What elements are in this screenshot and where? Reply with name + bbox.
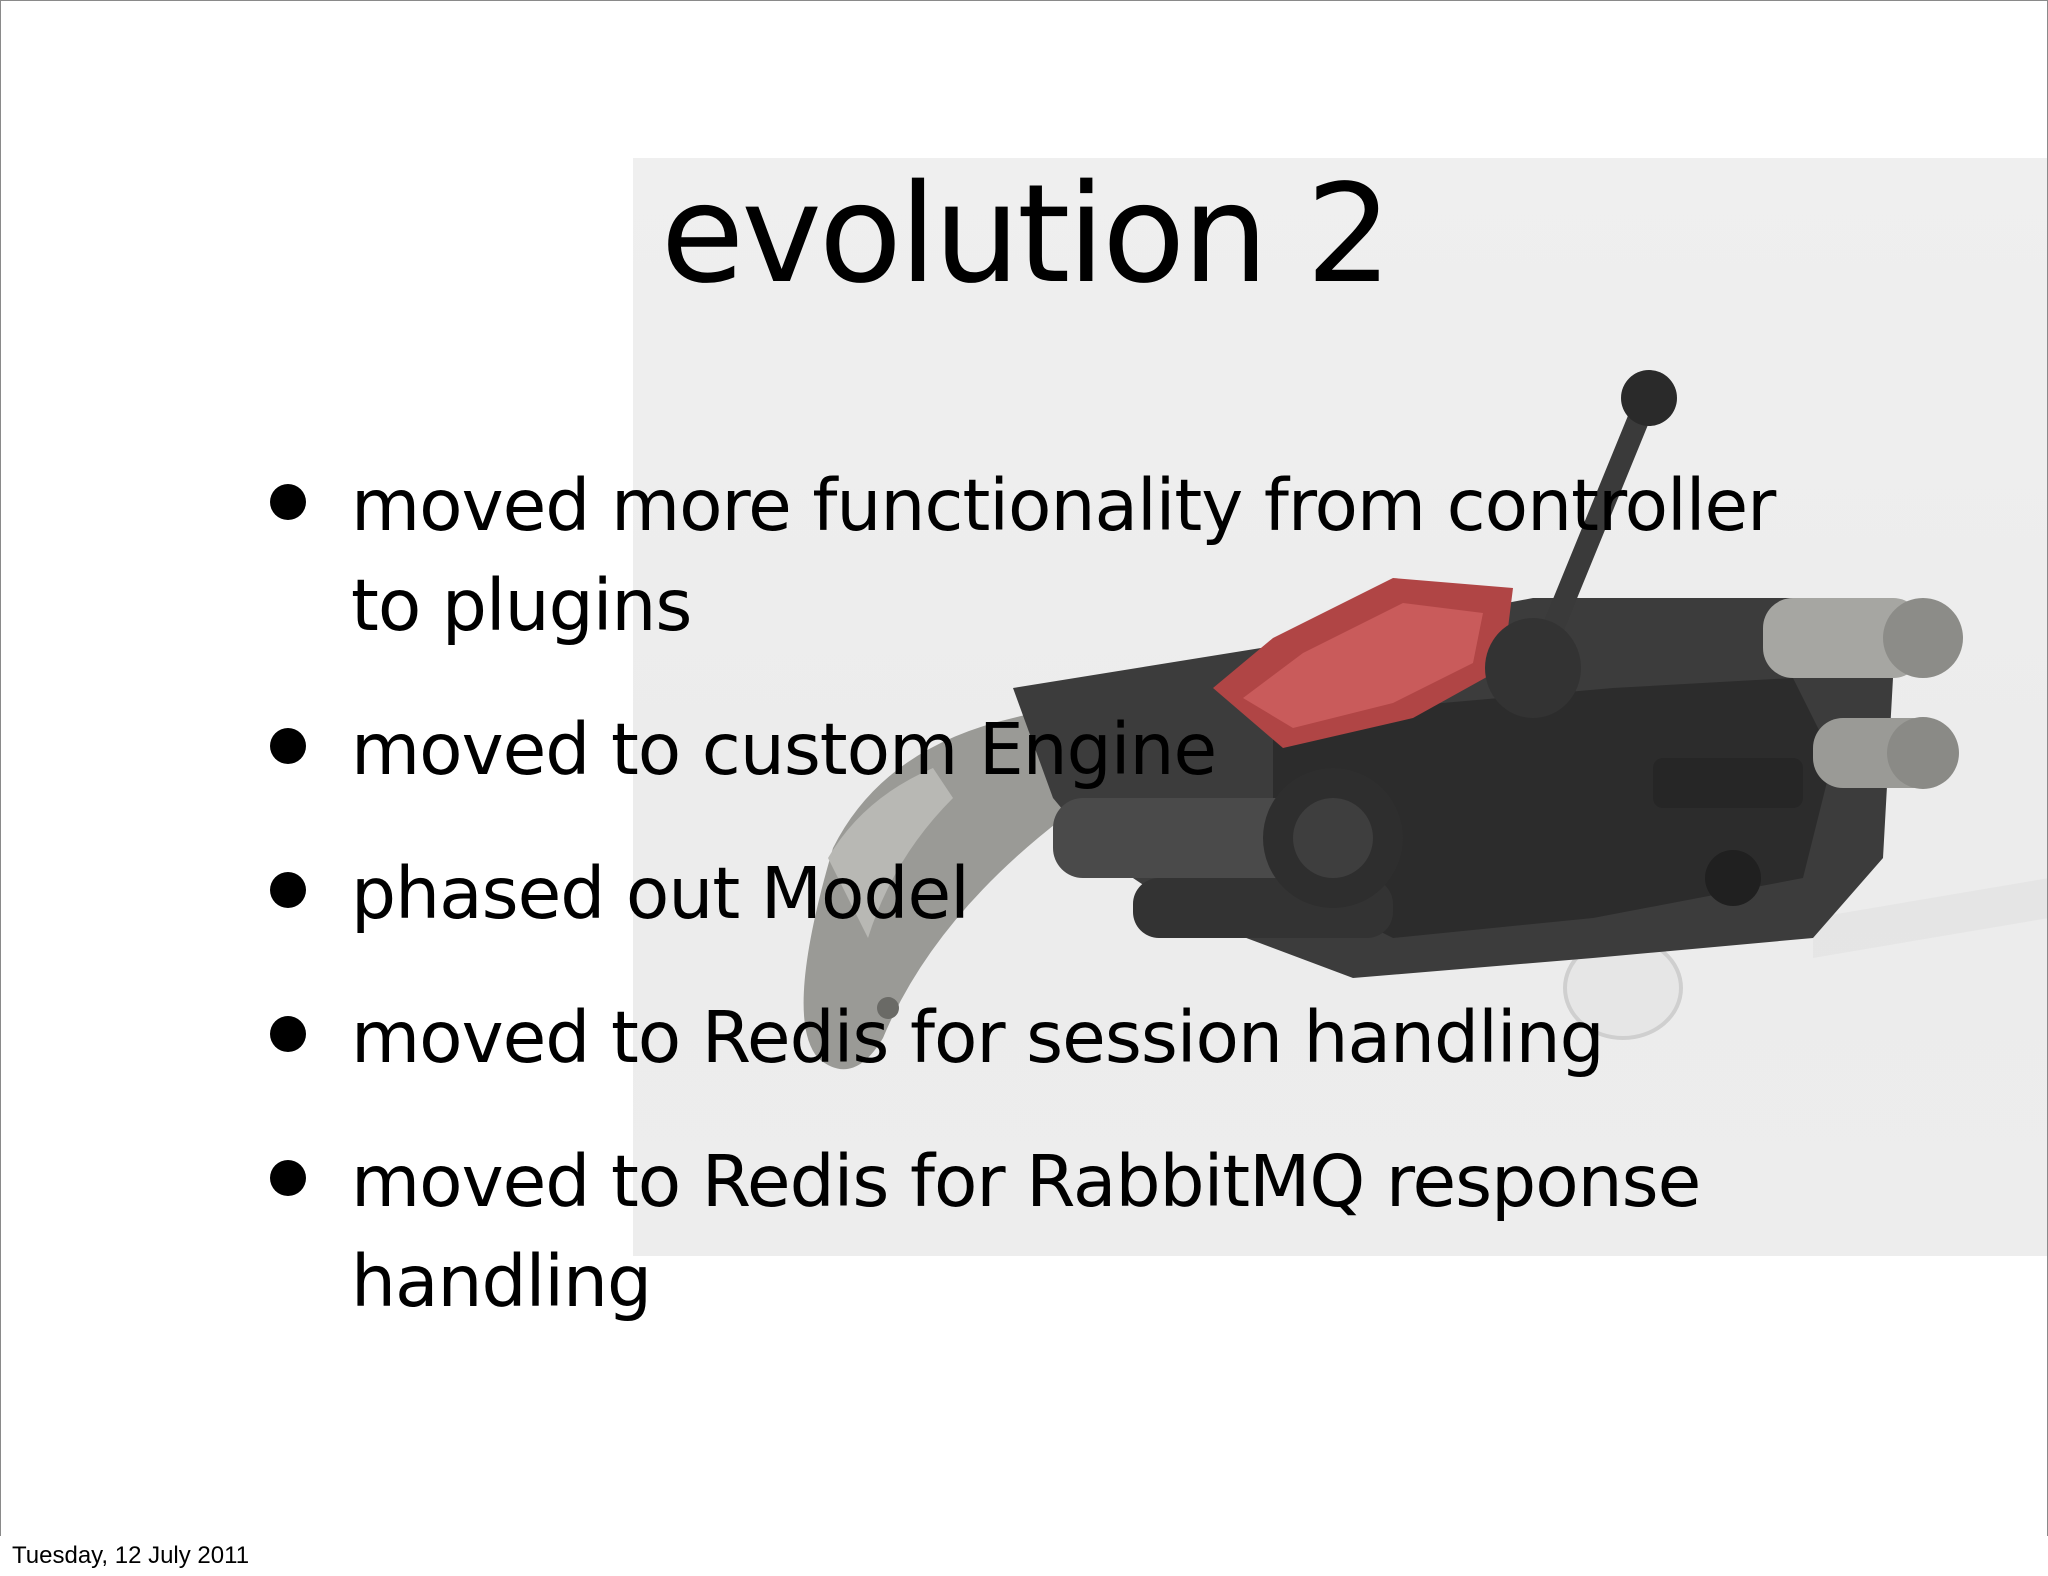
background-photo xyxy=(633,158,2047,1256)
bullet-text: moved to custom Engine xyxy=(351,708,1217,791)
slide-title: evolution 2 xyxy=(660,156,1393,314)
bullet-item: moved to custom Engine xyxy=(256,700,1816,800)
bullet-item: moved to Redis for session handling xyxy=(256,988,1816,1088)
bullet-dot-icon xyxy=(270,484,306,520)
footer-date: Tuesday, 12 July 2011 xyxy=(12,1542,250,1569)
footer-bar xyxy=(0,1536,2048,1576)
bullet-text: moved to Redis for RabbitMQ response han… xyxy=(351,1140,1701,1323)
toy-blaster-image xyxy=(803,370,2047,1070)
bullet-dot-icon xyxy=(270,1160,306,1196)
bullet-text: phased out Model xyxy=(351,852,970,935)
bullet-dot-icon xyxy=(270,872,306,908)
bullet-text: moved more functionality from controller… xyxy=(351,464,1776,647)
bullet-text: moved to Redis for session handling xyxy=(351,996,1605,1079)
slide-canvas: evolution 2 moved more functionality fro… xyxy=(0,0,2048,1537)
bullet-dot-icon xyxy=(270,728,306,764)
bullet-list: moved more functionality from controller… xyxy=(256,456,1816,1376)
bullet-item: moved more functionality from controller… xyxy=(256,456,1816,656)
bullet-dot-icon xyxy=(270,1016,306,1052)
bullet-item: phased out Model xyxy=(256,844,1816,944)
bullet-item: moved to Redis for RabbitMQ response han… xyxy=(256,1132,1816,1332)
